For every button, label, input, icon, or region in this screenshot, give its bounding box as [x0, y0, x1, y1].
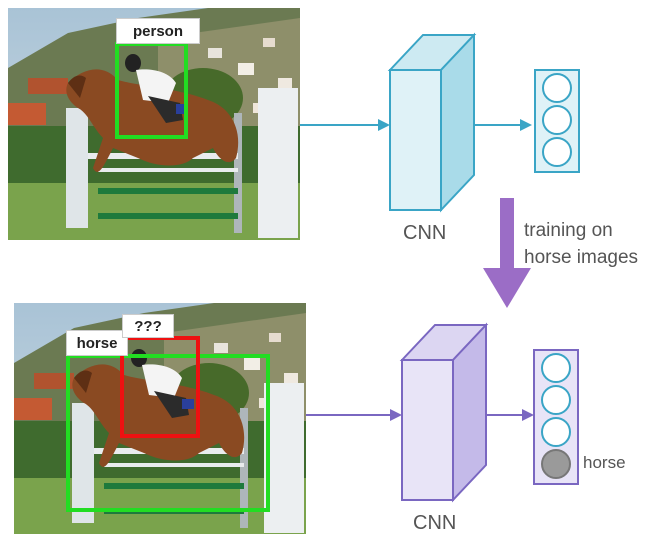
bottom-photo-scene — [14, 303, 306, 534]
top-photo — [8, 8, 300, 240]
unknown-bounding-box — [120, 336, 200, 438]
training-label-line1: training on — [524, 220, 613, 241]
horse-bounding-box — [66, 354, 270, 512]
bottom-cnn-block — [399, 322, 489, 503]
person-bounding-box — [115, 42, 188, 139]
bottom-cnn-label: CNN — [413, 512, 457, 534]
top-output-vector — [534, 69, 580, 173]
bottom-output-vector — [533, 349, 579, 485]
unknown-label: ??? — [122, 314, 174, 338]
training-label-line2: horse images — [524, 247, 639, 268]
top-cnn-block — [387, 32, 477, 213]
output-class-label: horse — [583, 453, 626, 472]
top-cnn-label: CNN — [403, 222, 447, 244]
bottom-photo — [14, 303, 306, 534]
horse-label: horse — [66, 330, 128, 356]
person-label: person — [116, 18, 200, 44]
top-photo-scene — [8, 8, 300, 240]
